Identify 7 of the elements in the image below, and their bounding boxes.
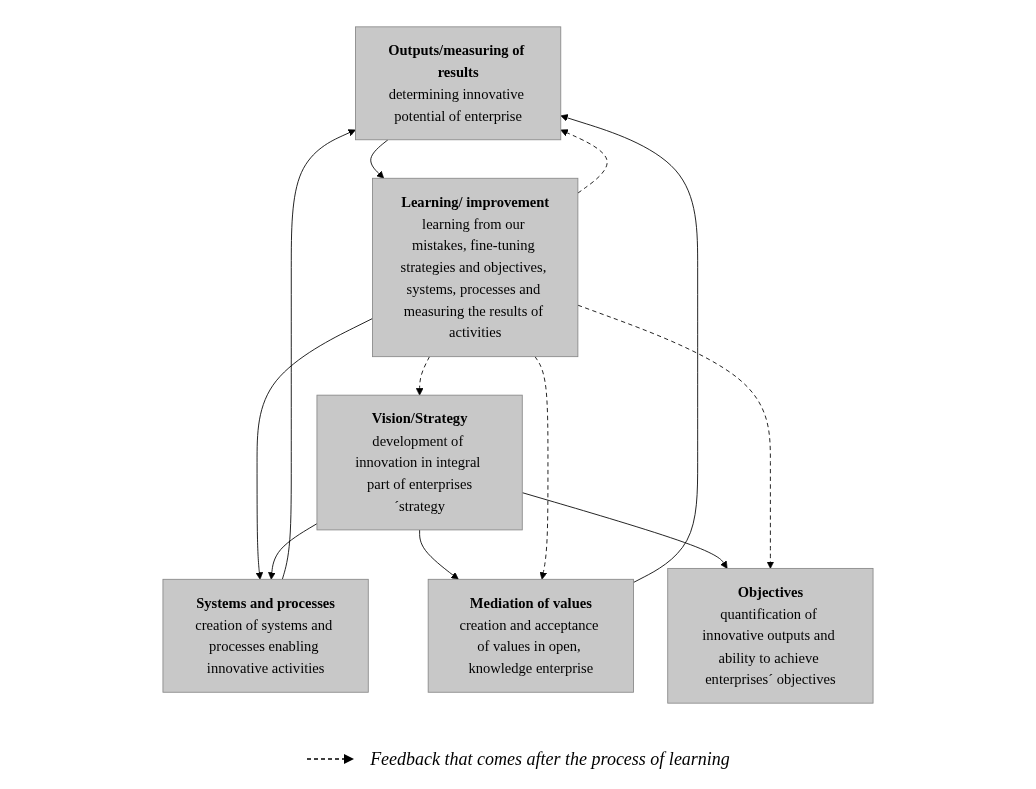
- legend-text: Feedback that comes after the process of learning: [370, 748, 730, 770]
- node-box: Learning/ improvement learning from our mistakes, fine-tuning strategies and objectives, systems, processes and measuring the results of activities: [372, 177, 579, 357]
- node-box: Mediation of values creation and acceptance of values in open, knowledge enterprise: [427, 578, 634, 693]
- node-box: Outputs/measuring of results determining innovative potential of enterprise: [355, 25, 562, 140]
- node-box: Systems and processes creation of systems and processes enabling innovative activities: [162, 578, 369, 693]
- node-box: Objectives quantification of innovative outputs and ability to achieve enterprises´ objectives: [667, 567, 874, 704]
- node-box: Vision/Strategy development of innovation in integral part of enterprises´strategy: [316, 394, 523, 530]
